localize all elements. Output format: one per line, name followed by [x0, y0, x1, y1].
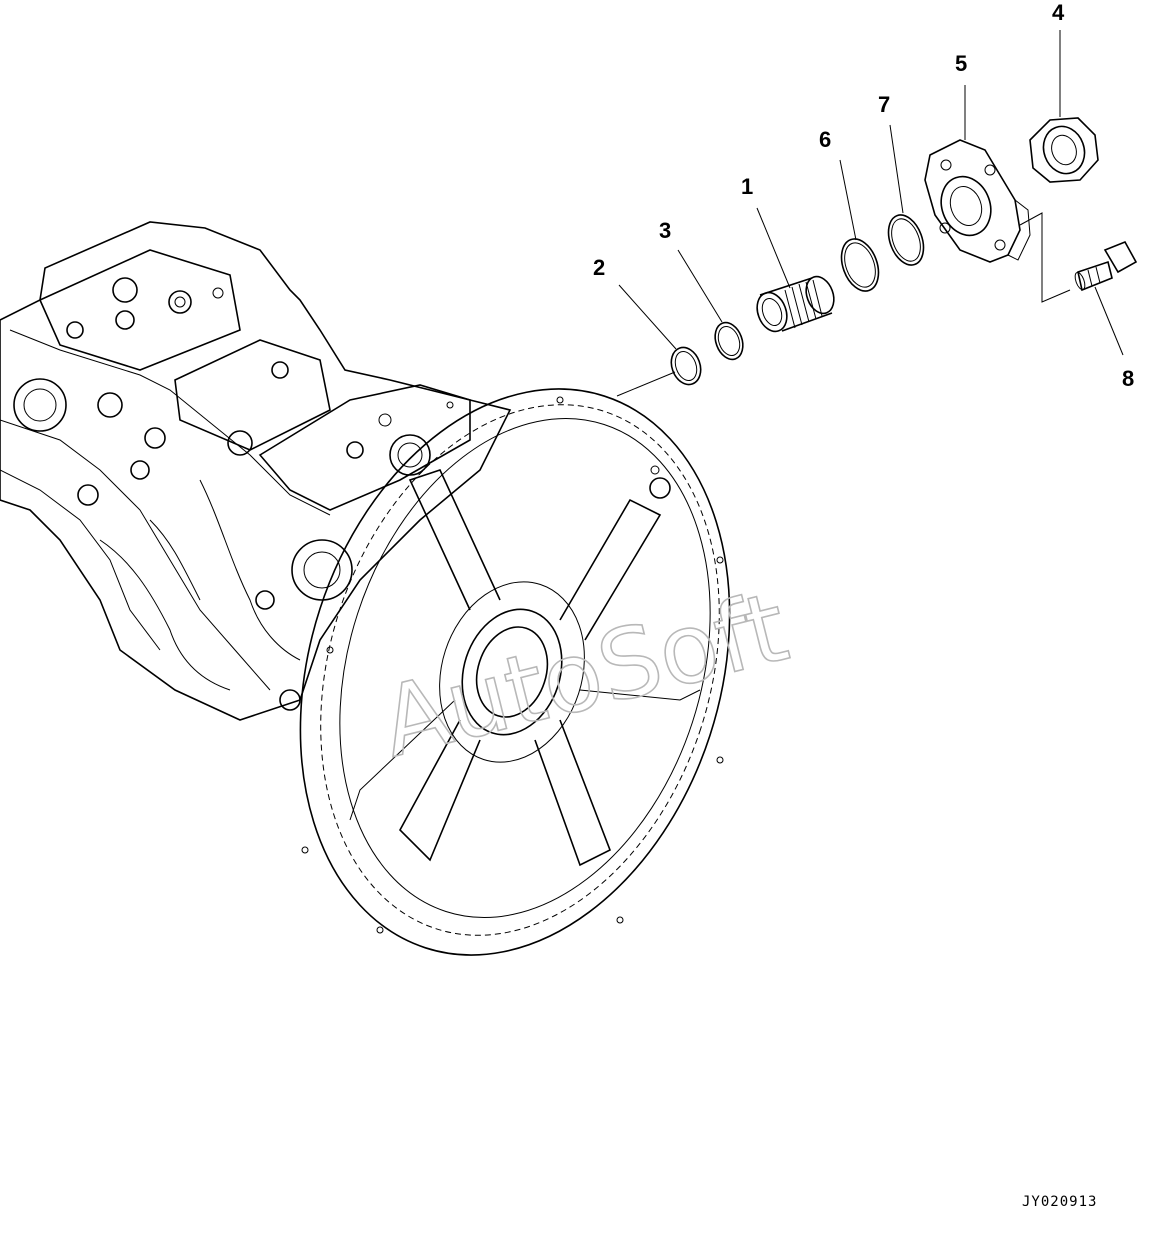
callout-6: 6 — [819, 127, 831, 152]
callout-2: 2 — [593, 255, 605, 280]
callout-3: 3 — [659, 218, 671, 243]
callout-5: 5 — [955, 51, 967, 76]
callout-1: 1 — [741, 174, 753, 199]
o-ring-3 — [714, 321, 744, 361]
callout-7: 7 — [878, 92, 890, 117]
o-ring-7 — [887, 214, 925, 266]
flange-5 — [924, 139, 1031, 263]
callout-8: 8 — [1122, 366, 1134, 391]
threaded-sleeve-1 — [756, 275, 835, 333]
nut-4 — [1029, 117, 1099, 183]
watermark: AutoSoft — [371, 571, 798, 779]
flywheel-housing — [299, 388, 731, 956]
backup-ring-6 — [840, 238, 880, 292]
bolt-8 — [1074, 240, 1138, 292]
o-ring-2 — [670, 346, 702, 386]
drawing-code: JY020913 — [1022, 1194, 1097, 1210]
leader-lines — [616, 30, 1124, 397]
callout-4: 4 — [1052, 0, 1065, 25]
pump-body — [0, 221, 512, 721]
